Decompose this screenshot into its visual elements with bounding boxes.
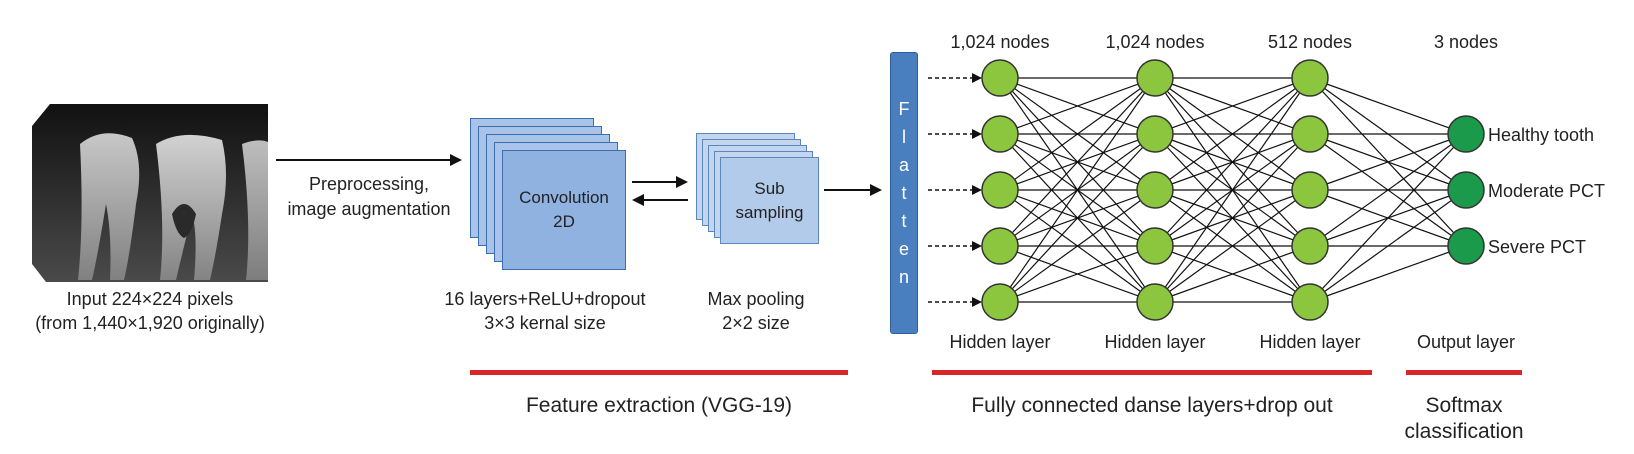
output-label-healthy: Healthy tooth: [1488, 125, 1595, 145]
convolution-label-line2: 2D: [553, 212, 575, 231]
network-edge: [999, 245, 1156, 303]
to-flatten-arrow: [824, 184, 882, 196]
layer-1-label: Hidden layer: [949, 332, 1051, 352]
convolution-layer-front: Convolution 2D: [502, 150, 626, 270]
softmax-label-line1: Softmax: [1425, 394, 1503, 417]
hidden-node: [1291, 59, 1329, 97]
subsampling-label-line2: sampling: [735, 202, 804, 222]
preprocessing-arrow: [276, 154, 462, 166]
network-edge: [999, 189, 1156, 303]
network-edge: [1309, 133, 1467, 303]
flatten-letter: a: [898, 155, 909, 175]
hidden-node: [1136, 283, 1174, 321]
output-node: [1447, 227, 1485, 265]
hidden-node: [1291, 171, 1329, 209]
subsampling-caption-line2: 2×2 size: [722, 313, 790, 333]
convolution-caption-line1: 16 layers+ReLU+dropout: [444, 289, 646, 309]
flatten-letter: t: [901, 183, 907, 203]
hidden-node: [1136, 171, 1174, 209]
layer-2-label: Hidden layer: [1104, 332, 1206, 352]
network-edge: [999, 77, 1156, 303]
network-edge: [1154, 77, 1311, 191]
convolution-label-line1: Convolution: [519, 188, 609, 207]
layer-1-node-count: 1,024 nodes: [950, 32, 1050, 52]
network-edges: [999, 77, 1467, 303]
network-edge: [1309, 133, 1467, 247]
layer-3-label: Hidden layer: [1259, 332, 1361, 352]
hidden-node: [1291, 115, 1329, 153]
output-label-severe: Severe PCT: [1488, 237, 1587, 257]
preprocessing-label-line2: image augmentation: [287, 199, 451, 219]
hidden-node: [1136, 59, 1174, 97]
dense-layers-underline: [932, 370, 1372, 375]
network-edge: [1309, 189, 1467, 303]
hidden-node: [981, 171, 1019, 209]
network-edge: [999, 77, 1156, 135]
preprocessing-label-line1: Preprocessing,: [308, 174, 430, 194]
flatten-letter: F: [898, 99, 910, 119]
flatten-letter: n: [898, 267, 909, 287]
hidden-node: [1291, 227, 1329, 265]
network-edge: [1309, 245, 1467, 303]
network-edge: [1309, 77, 1467, 135]
network-edge: [1154, 77, 1311, 247]
network-edge: [1154, 77, 1311, 135]
network-edge: [1154, 133, 1311, 303]
layer-4-label: Output layer: [1416, 332, 1516, 352]
subsampling-label-line1: Sub: [754, 178, 785, 198]
hidden-node: [1136, 115, 1174, 153]
layer-4-node-count: 3 nodes: [1433, 32, 1499, 52]
flatten-input-arrows: [928, 73, 982, 307]
layer-2-node-count: 1,024 nodes: [1105, 32, 1205, 52]
flatten-input-arrowhead: [972, 241, 982, 251]
output-label-moderate: Moderate PCT: [1488, 181, 1606, 201]
flatten-input-arrowhead: [972, 129, 982, 139]
hidden-node: [981, 59, 1019, 97]
hidden-node: [1291, 283, 1329, 321]
hidden-node: [981, 227, 1019, 265]
flatten-input-arrowhead: [972, 297, 982, 307]
bidirectional-arrows: [632, 176, 688, 206]
output-node: [1447, 171, 1485, 209]
network-edge: [999, 77, 1156, 247]
output-node: [1447, 115, 1485, 153]
feature-extraction-label: Feature extraction (VGG-19): [525, 394, 793, 417]
subsampling-layer-front: Sub sampling: [720, 157, 819, 244]
flatten-letter: t: [901, 211, 907, 231]
layer-3-node-count: 512 nodes: [1267, 32, 1353, 52]
feature-extraction-underline: [470, 370, 848, 375]
flatten-letter: l: [902, 127, 906, 147]
hidden-node: [1136, 227, 1174, 265]
network-edge: [1154, 245, 1311, 303]
network-edge: [1154, 189, 1311, 303]
subsampling-caption-line1: Max pooling: [707, 289, 805, 309]
flatten-letter: e: [898, 239, 909, 259]
input-caption-line2: (from 1,440×1,920 originally): [35, 313, 265, 333]
network-edge: [1154, 77, 1311, 303]
input-xray-image: [32, 104, 268, 282]
hidden-node: [981, 115, 1019, 153]
dense-layers-label: Fully connected danse layers+drop out: [971, 394, 1333, 417]
flatten-input-arrowhead: [972, 73, 982, 83]
convolution-caption-line2: 3×3 kernal size: [484, 313, 606, 333]
softmax-underline: [1406, 370, 1522, 375]
network-edge: [1309, 133, 1467, 191]
network-nodes: [981, 59, 1485, 321]
network-edge: [999, 133, 1156, 303]
softmax-label-line2: classification: [1404, 420, 1524, 443]
network-edge: [999, 77, 1156, 191]
flatten-bar: F l a t t e n: [890, 52, 918, 334]
flatten-input-arrowhead: [972, 185, 982, 195]
hidden-node: [981, 283, 1019, 321]
input-caption-line1: Input 224×224 pixels: [66, 289, 234, 309]
